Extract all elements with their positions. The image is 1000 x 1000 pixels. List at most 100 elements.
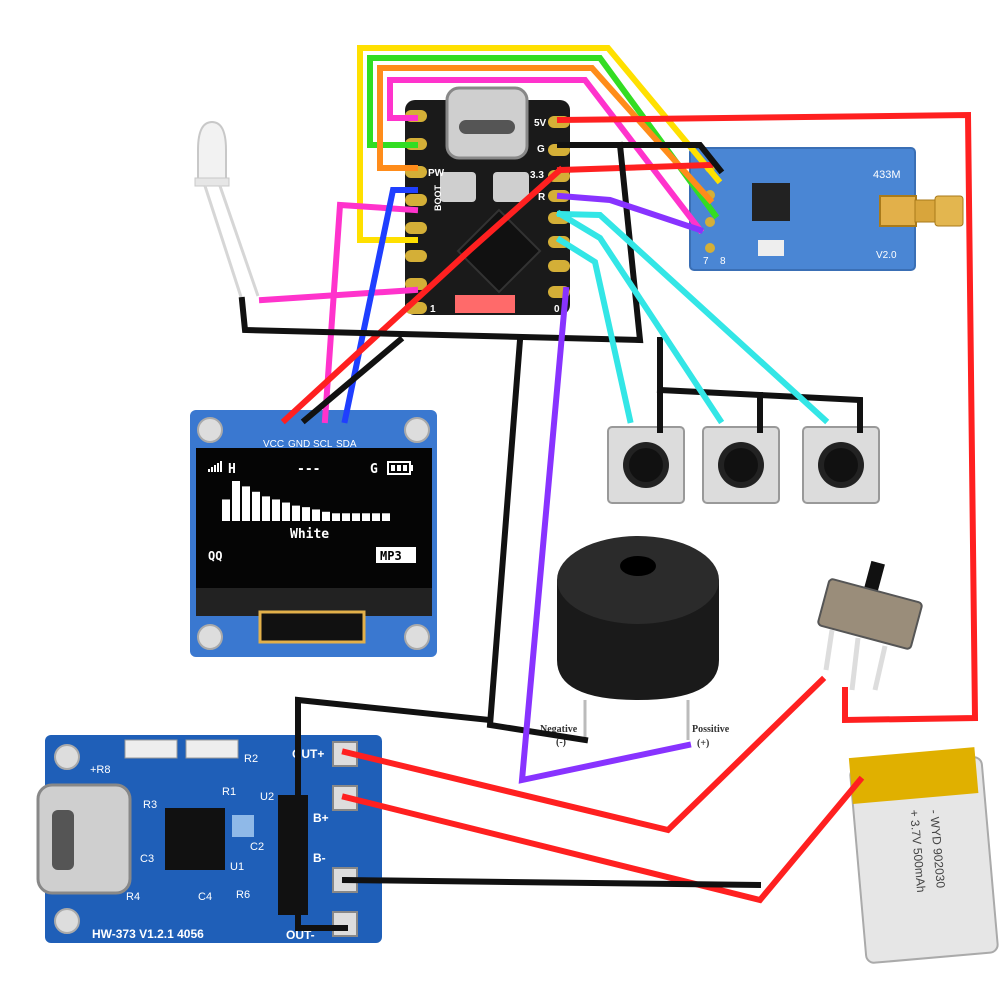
- spectrum-bar: [312, 509, 320, 521]
- oled-display: VCC GND SCL SDA H --- G White QQ MP3: [190, 410, 437, 657]
- oled-pin-gnd: GND: [288, 439, 310, 450]
- protection-chip: [278, 795, 308, 915]
- spectrum-bar: [382, 513, 390, 521]
- charger-c3: C3: [140, 853, 154, 865]
- buzzer-positive-label: Possitive: [692, 724, 730, 735]
- charger-c2: C2: [250, 841, 264, 853]
- wire-cyan-btn3: [556, 210, 830, 425]
- spectrum-bar: [272, 499, 280, 521]
- spectrum-bar: [282, 502, 290, 521]
- wire-red-vcc: [280, 165, 565, 425]
- oled-bottom-left: QQ: [208, 549, 222, 563]
- push-button-2: [702, 426, 780, 504]
- led: [194, 120, 260, 301]
- charger-chip: [165, 808, 225, 870]
- wire-black-oled-gnd: [300, 335, 405, 425]
- wire-red-b-plus: [341, 775, 865, 904]
- wire-purple-rf: [556, 192, 704, 234]
- signal-icon: [208, 461, 222, 472]
- wire-purple-buzzer: [518, 286, 692, 784]
- oled-pin-sda: SDA: [336, 439, 357, 450]
- oled-pin-scl: SCL: [313, 439, 333, 450]
- charger-r3: R3: [143, 799, 157, 811]
- pin-label-1: 1: [430, 304, 436, 315]
- oled-status-right: G: [370, 462, 378, 477]
- pin-label-r: R: [538, 192, 546, 203]
- oled-mp3-badge: [376, 547, 416, 563]
- wire-blue-sda: [341, 187, 418, 424]
- lipo-battery: - WYD 902030 + 3.7V 500mAh: [848, 747, 999, 964]
- charger-r6: R6: [236, 889, 250, 901]
- charger-u2: U2: [260, 791, 274, 803]
- wire-black-buzzer: [486, 336, 589, 744]
- oled-bottom-right: MP3: [380, 549, 402, 563]
- oled-status-mid: ---: [297, 462, 320, 477]
- antenna-chip: [455, 295, 515, 313]
- charger-r1: R1: [222, 786, 236, 798]
- oled-pin-vcc: VCC: [263, 439, 284, 450]
- boot-button: [440, 172, 476, 202]
- charger-out-minus: OUT-: [286, 928, 315, 942]
- pin-label-pw: PW: [428, 168, 445, 179]
- spectrum-bar: [302, 507, 310, 521]
- spectrum-bar: [332, 513, 340, 521]
- pin-label-g: G: [537, 144, 545, 155]
- rf-pin-8: 8: [720, 256, 726, 267]
- wire-green: [367, 55, 720, 220]
- pin-label-5v: 5V: [534, 118, 547, 129]
- wire-magenta-top: [387, 77, 705, 235]
- oled-center-label: White: [290, 527, 329, 542]
- push-button-1: [607, 426, 685, 504]
- charger-model: HW-373 V1.2.1 4056: [92, 927, 204, 941]
- charger-r4: R4: [126, 891, 140, 903]
- charger-u1: U1: [230, 861, 244, 873]
- spectrum-bar: [262, 496, 270, 521]
- rf-freq-label: 433M: [873, 169, 901, 181]
- charger-r8: +R8: [90, 764, 111, 776]
- wire-red-out-plus: [341, 675, 827, 834]
- wire-black-btn-bus: [656, 386, 863, 433]
- battery-icon: [387, 461, 413, 475]
- wire-magenta-led: [258, 286, 419, 304]
- spectrum-bar: [222, 499, 230, 521]
- spectrum-bar: [242, 486, 250, 521]
- buzzer: Negative (-) Possitive (+): [540, 536, 730, 749]
- spectrum-bar: [232, 481, 240, 521]
- sma-connector: [879, 195, 917, 227]
- pin-label-0: 0: [554, 304, 560, 315]
- spectrum-bar: [362, 513, 370, 521]
- rf-433-module: 433M V2.0 7 8: [689, 147, 964, 271]
- charger-b-minus: B-: [313, 851, 326, 865]
- battery-line1: - WYD 902030: [927, 809, 948, 889]
- rf-pin-7: 7: [703, 256, 709, 267]
- spectrum-bar: [322, 511, 330, 521]
- rf-crystal: [758, 240, 784, 256]
- wire-yellow: [357, 45, 723, 243]
- slide-switch: [817, 560, 923, 691]
- charger-r2: R2: [244, 753, 258, 765]
- charger-board: OUT+ OUT- B+ B- +R8 R1 R2 R3 R4 R6 C2 C3…: [36, 735, 382, 943]
- spectrum-bars: [222, 481, 390, 521]
- push-button-3: [802, 426, 880, 504]
- wire-black-rf-gnd: [557, 142, 725, 175]
- wire-black-b-minus: [341, 876, 762, 889]
- spectrum-bar: [372, 513, 380, 521]
- spectrum-bar: [352, 513, 360, 521]
- wire-red-rf: [556, 161, 714, 174]
- mcu-board: PW BOOT 1 5V G 3.3 R 0: [405, 86, 570, 315]
- usb-c-port-charger: [36, 783, 132, 895]
- wire-cyan-btn1: [555, 235, 634, 424]
- wire-black-out-minus: [295, 696, 494, 931]
- wire-red-5v-switch: [556, 111, 979, 724]
- rf-version-label: V2.0: [876, 250, 897, 261]
- reset-button: [493, 172, 529, 202]
- wire-cyan-btn2: [555, 209, 725, 425]
- spectrum-bar: [292, 505, 300, 521]
- buzzer-negative-label: Negative: [540, 724, 578, 735]
- pin-label-boot: BOOT: [433, 184, 443, 211]
- buzzer-negative-sign: (-): [556, 737, 566, 748]
- charger-c4: C4: [198, 891, 212, 903]
- wire-orange: [377, 65, 715, 205]
- buzzer-positive-sign: (+): [697, 738, 709, 749]
